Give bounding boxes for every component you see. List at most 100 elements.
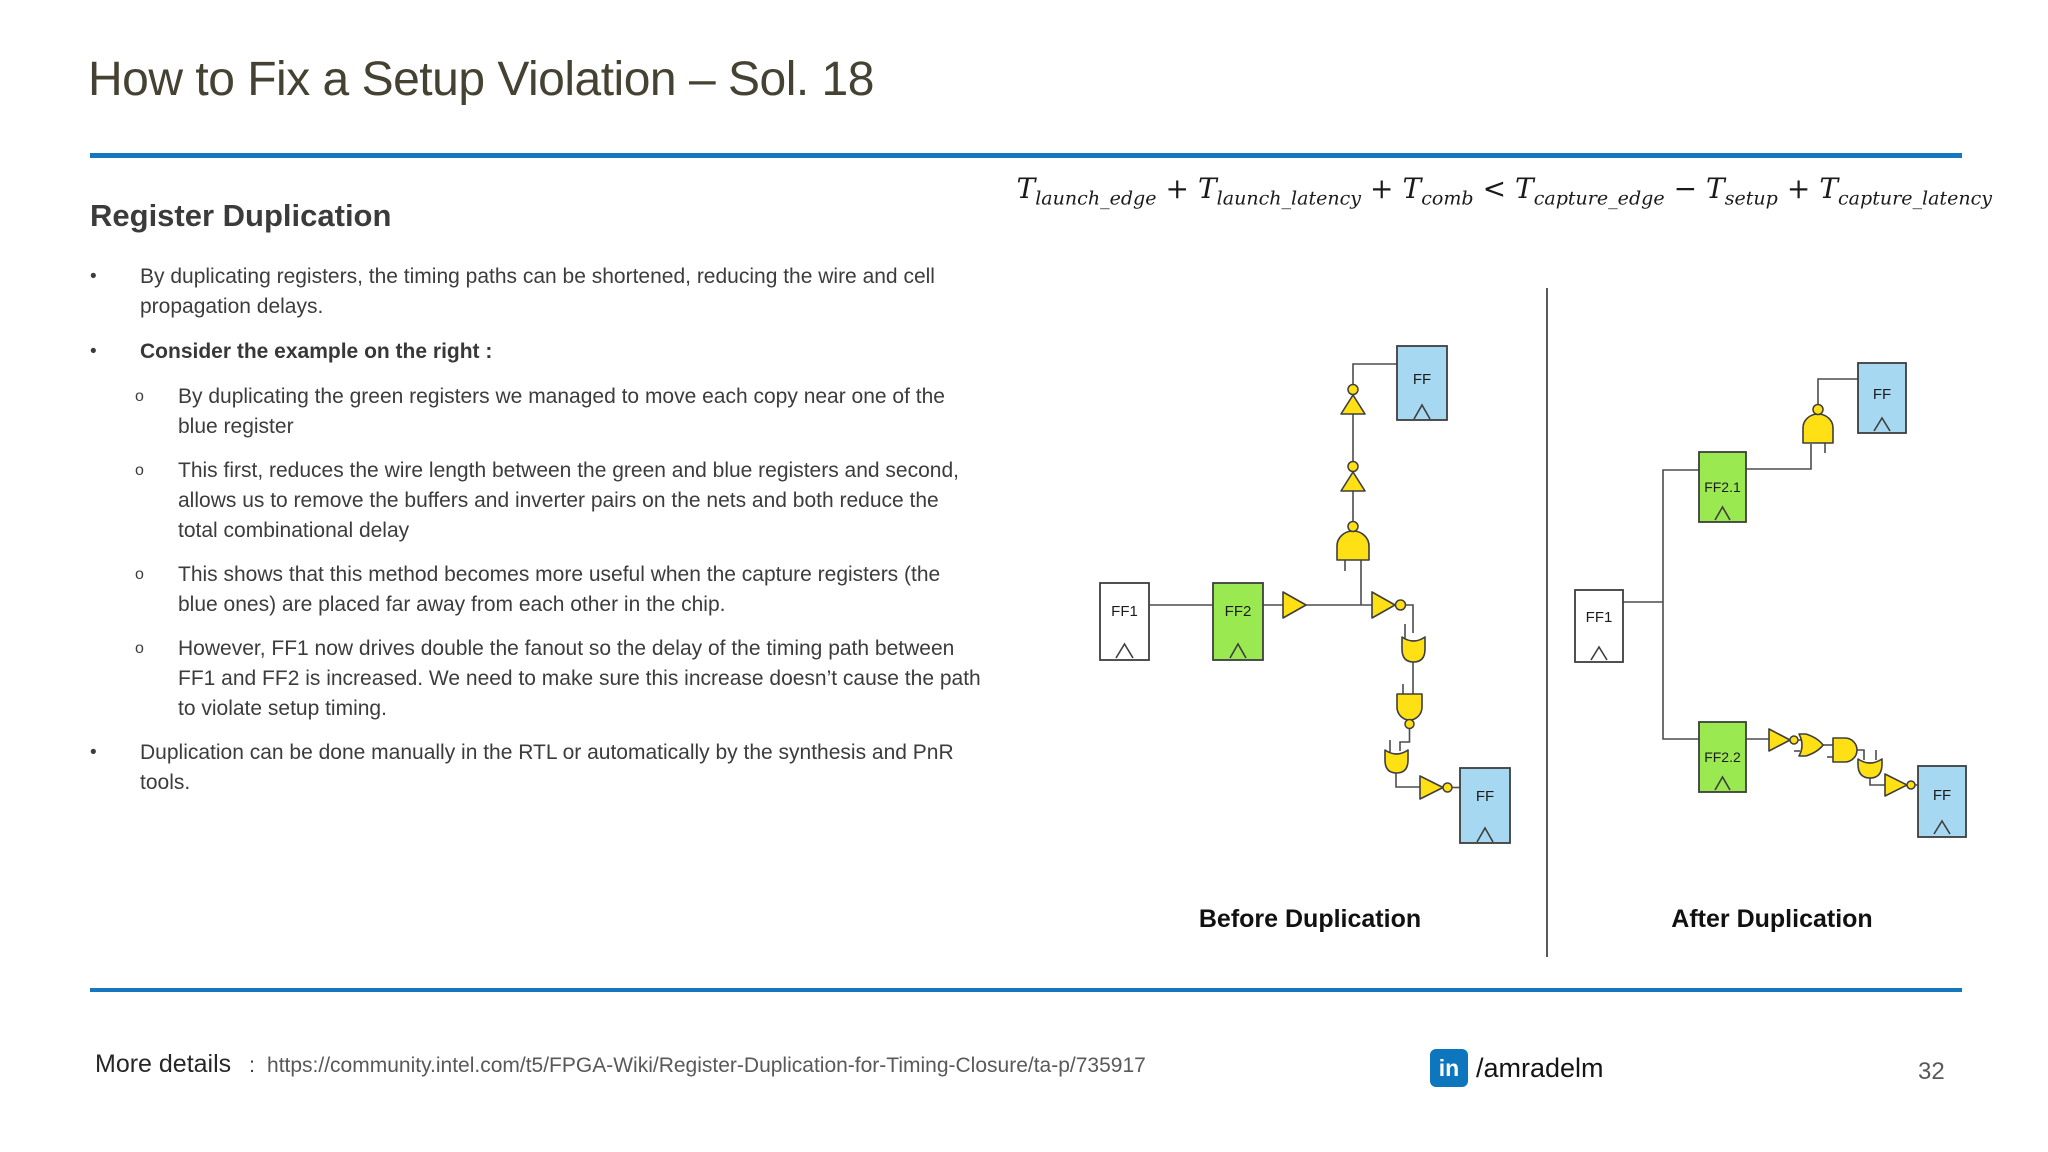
circuit-diagrams: FF1 FF2 FF FF <box>1099 288 1967 957</box>
more-details-url[interactable]: https://community.intel.com/t5/FPGA-Wiki… <box>267 1054 1146 1077</box>
page-number: 32 <box>1918 1058 1945 1085</box>
formula-term: Tlaunch_edge <box>1016 172 1157 210</box>
register-label: FF2.2 <box>1704 749 1741 765</box>
bullet-text: By duplicating the green registers we ma… <box>178 385 945 438</box>
formula-subscript: capture_edge <box>1533 187 1665 210</box>
nand-gate-icon <box>1396 693 1423 721</box>
formula-term: Tcapture_edge <box>1515 172 1665 210</box>
inverter-bubble-icon <box>1789 735 1799 745</box>
bullet-item: o By duplicating the green registers we m… <box>90 382 1095 442</box>
bullet-text: Duplication can be done manually in the … <box>140 741 954 794</box>
wire <box>1746 444 1812 470</box>
inverter-bubble-icon <box>1394 599 1407 611</box>
nand-gate-icon <box>1802 413 1834 444</box>
register-label: FF <box>1413 371 1431 388</box>
setup-timing-formula: Tlaunch_edge+Tlaunch_latency+Tcomb<Tcapt… <box>1017 172 1992 210</box>
page-title: How to Fix a Setup Violation – Sol. 18 <box>88 53 874 106</box>
bullet-text: This first, reduces the wire length betw… <box>178 459 959 542</box>
nand-bubble-icon <box>1404 718 1415 730</box>
and-gate-icon <box>1832 737 1858 763</box>
circle-marker: o <box>135 640 144 657</box>
clock-chevron-icon <box>1590 645 1608 661</box>
formula-operator: < <box>1482 172 1507 205</box>
or-gate-icon <box>1798 733 1824 757</box>
more-details-label: More details <box>95 1050 232 1078</box>
clock-chevron-icon <box>1229 642 1247 659</box>
inverter-icon <box>1884 773 1908 797</box>
wire <box>1399 728 1411 751</box>
formula-operator: + <box>1165 172 1189 205</box>
register-ff-bottom <box>1917 765 1967 838</box>
clock-chevron-icon <box>1115 642 1134 659</box>
bullet-text: Consider the example on the right : <box>140 340 493 363</box>
wire <box>1817 378 1858 404</box>
after-duplication-diagram: FF1 FF2.1 FF2.2 FF FF <box>1574 362 1967 838</box>
bullet-text: By duplicating registers, the timing pat… <box>140 265 935 318</box>
after-caption: After Duplication <box>1671 905 1873 933</box>
register-label: FF2 <box>1225 603 1252 620</box>
inverter-bubble-icon <box>1442 782 1453 793</box>
nand-bubble-icon <box>1812 403 1824 416</box>
register-label: FF1 <box>1111 603 1138 620</box>
title-divider <box>90 153 1962 158</box>
register-ff-top <box>1396 345 1448 421</box>
buffer-icon <box>1282 591 1307 619</box>
register-ff-bottom <box>1459 767 1511 844</box>
formula-operator: + <box>1786 172 1811 205</box>
formula-subscript: capture_latency <box>1838 187 1992 210</box>
register-ff2-1 <box>1698 451 1747 523</box>
register-label: FF1 <box>1586 609 1613 626</box>
bullet-item: o This shows that this method becomes mor… <box>90 560 1095 620</box>
linkedin-icon[interactable]: in <box>1430 1049 1468 1087</box>
inverter-icon <box>1371 591 1396 619</box>
wire <box>1395 773 1420 788</box>
bullet-text: This shows that this method becomes more… <box>178 563 941 616</box>
inverter-icon <box>1340 471 1366 492</box>
circle-marker: o <box>135 566 144 583</box>
formula-term: Tlaunch_latency <box>1197 172 1362 210</box>
clock-chevron-icon <box>1714 505 1731 521</box>
inverter-icon <box>1768 728 1791 752</box>
formula-term: Tcapture_latency <box>1819 172 1992 210</box>
bullet-marker: • <box>90 341 97 362</box>
wire <box>1662 469 1699 740</box>
formula-subscript: launch_edge <box>1035 187 1157 210</box>
formula-subscript: comb <box>1421 187 1474 210</box>
bullet-marker: • <box>90 266 97 287</box>
wire <box>1869 778 1885 786</box>
inverter-icon <box>1419 775 1444 800</box>
or-gate-icon <box>1401 636 1426 663</box>
linkedin-block[interactable]: in /amradelm <box>1430 1049 1604 1087</box>
before-duplication-diagram: FF1 FF2 FF FF <box>1099 345 1511 844</box>
inverter-icon <box>1340 394 1366 415</box>
bullet-list: • By duplicating registers, the timing pa… <box>90 262 1095 813</box>
formula-operator: + <box>1370 172 1394 205</box>
or-gate-icon <box>1857 758 1883 779</box>
clock-chevron-icon <box>1933 819 1951 835</box>
before-caption: Before Duplication <box>1198 905 1422 933</box>
clock-chevron-icon <box>1714 775 1731 791</box>
register-ff2-2 <box>1698 721 1747 793</box>
register-ff1 <box>1574 589 1624 663</box>
register-label: FF2.1 <box>1704 479 1741 495</box>
nand-bubble-icon <box>1347 520 1359 533</box>
footer-separator: : <box>249 1054 256 1077</box>
bullet-item: • Consider the example on the right : <box>90 337 1095 367</box>
circle-marker: o <box>135 388 144 405</box>
footer: More details : https://community.intel.c… <box>95 1050 1146 1079</box>
linkedin-handle: /amradelm <box>1476 1052 1604 1083</box>
nand-gate-icon <box>1336 530 1370 561</box>
register-ff-top <box>1857 362 1907 434</box>
inverter-bubble-icon <box>1906 780 1916 790</box>
footer-divider <box>90 988 1962 992</box>
wire <box>1406 604 1414 633</box>
bullet-marker: • <box>90 742 97 763</box>
bullet-item: • By duplicating registers, the timing pa… <box>90 262 1095 322</box>
inverter-bubble-icon <box>1347 383 1359 396</box>
formula-term: Tcomb <box>1402 172 1474 210</box>
formula-term: Tsetup <box>1706 172 1778 210</box>
wire <box>1352 363 1397 385</box>
clock-chevron-icon <box>1413 403 1431 420</box>
